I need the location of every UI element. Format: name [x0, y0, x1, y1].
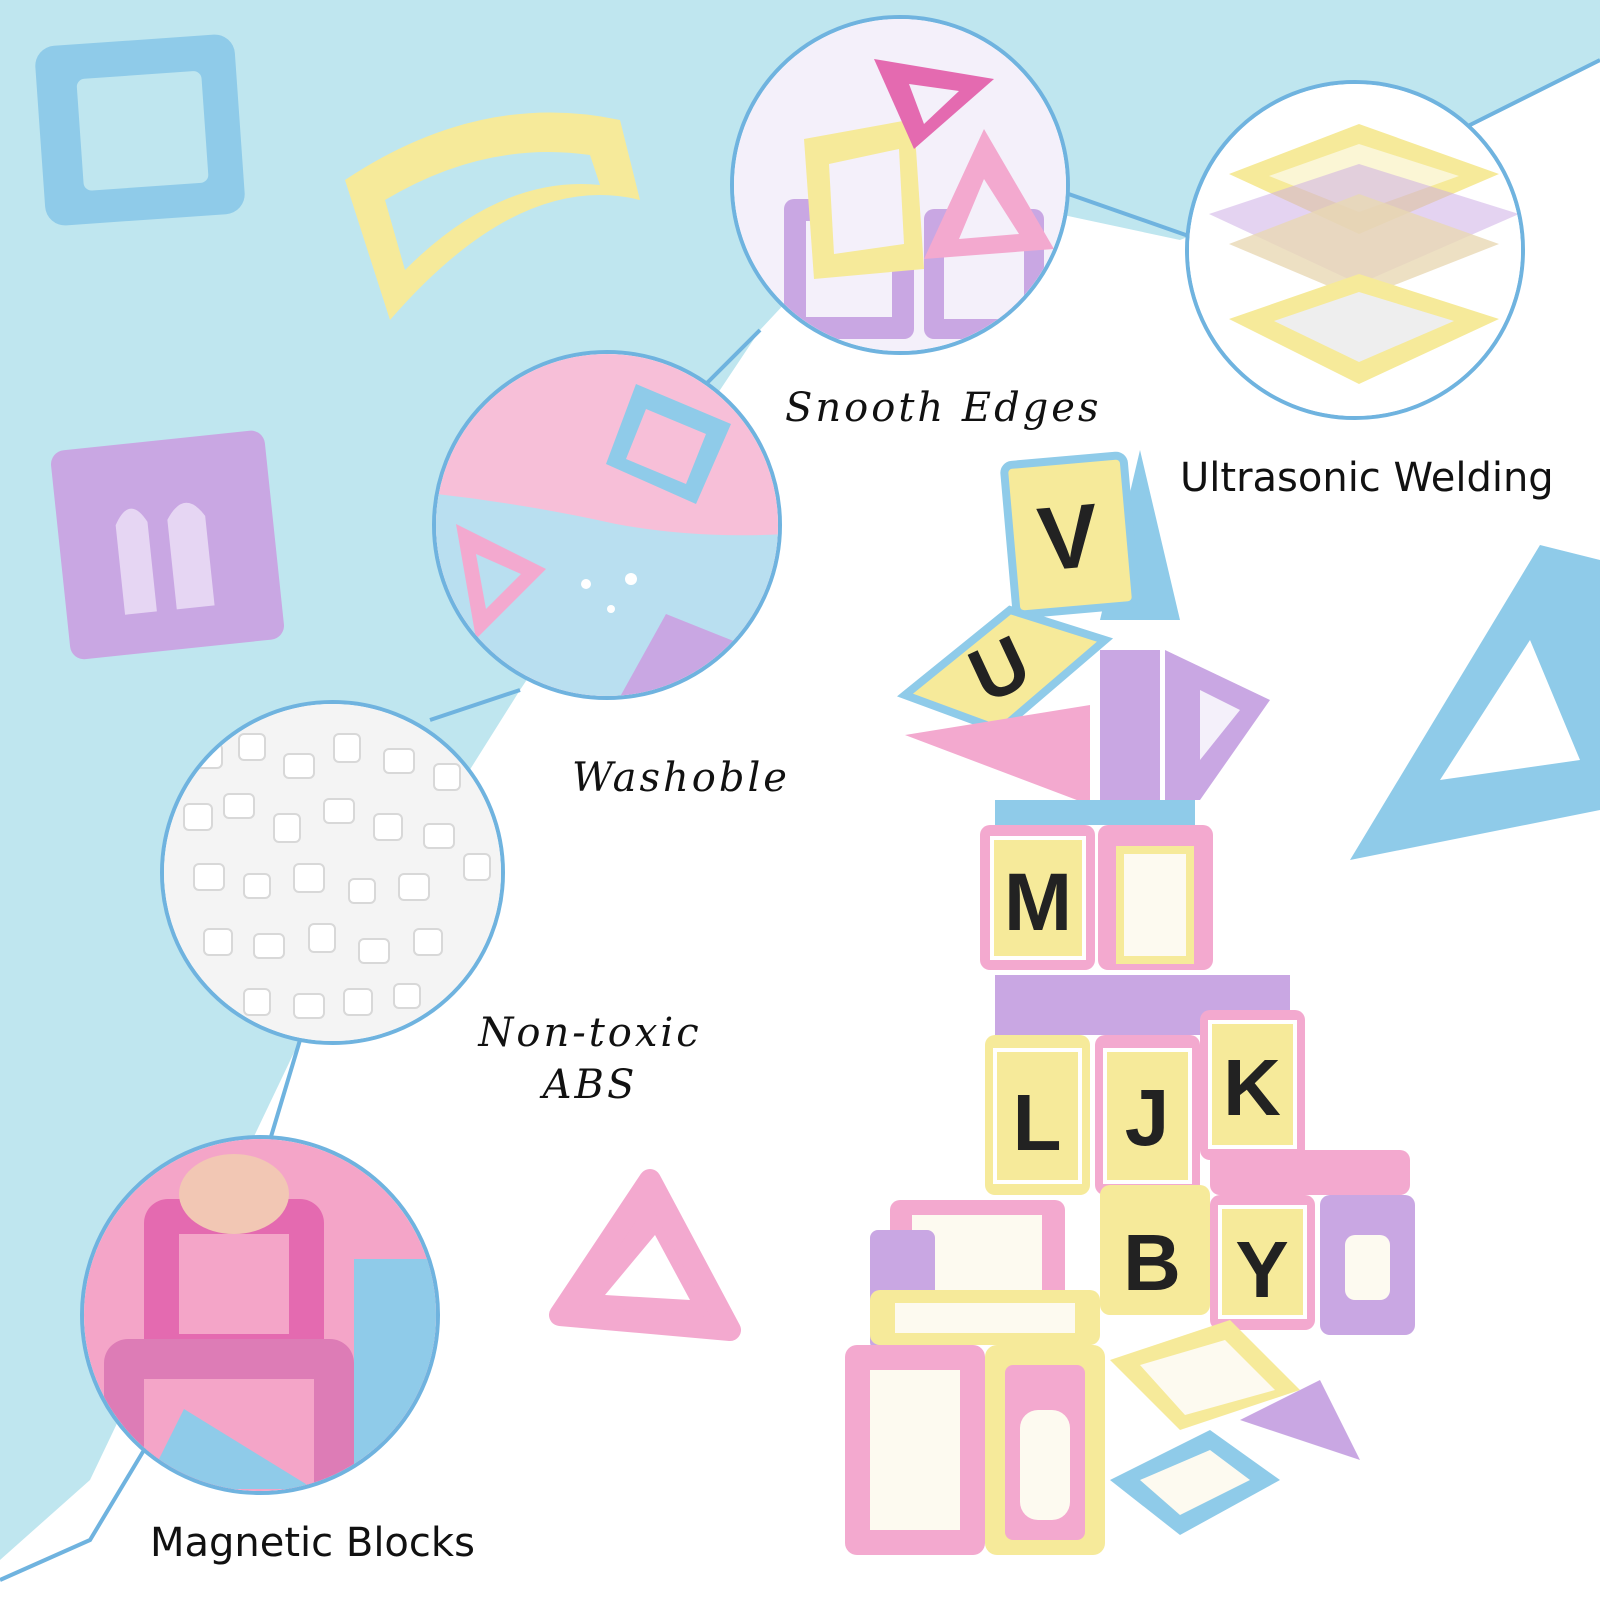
ultrasonic-welding-label: Ultrasonic Welding: [1180, 455, 1554, 501]
non-toxic-line1: Non-toxic: [478, 1010, 702, 1056]
washable-image: [432, 350, 782, 700]
ultrasonic-welding-image: [1185, 80, 1525, 420]
magnetic-blocks-label: Magnetic Blocks: [150, 1520, 475, 1566]
smooth-edges-label: Snooth Edges: [785, 385, 1102, 431]
non-toxic-abs-pellets-image: [160, 700, 505, 1045]
non-toxic-label: Non-toxic ABS: [460, 1010, 720, 1108]
smooth-edges-image: [730, 15, 1070, 355]
non-toxic-line2: ABS: [542, 1062, 638, 1108]
washable-label: Washoble: [572, 755, 790, 801]
magnetic-blocks-image: [80, 1135, 440, 1495]
